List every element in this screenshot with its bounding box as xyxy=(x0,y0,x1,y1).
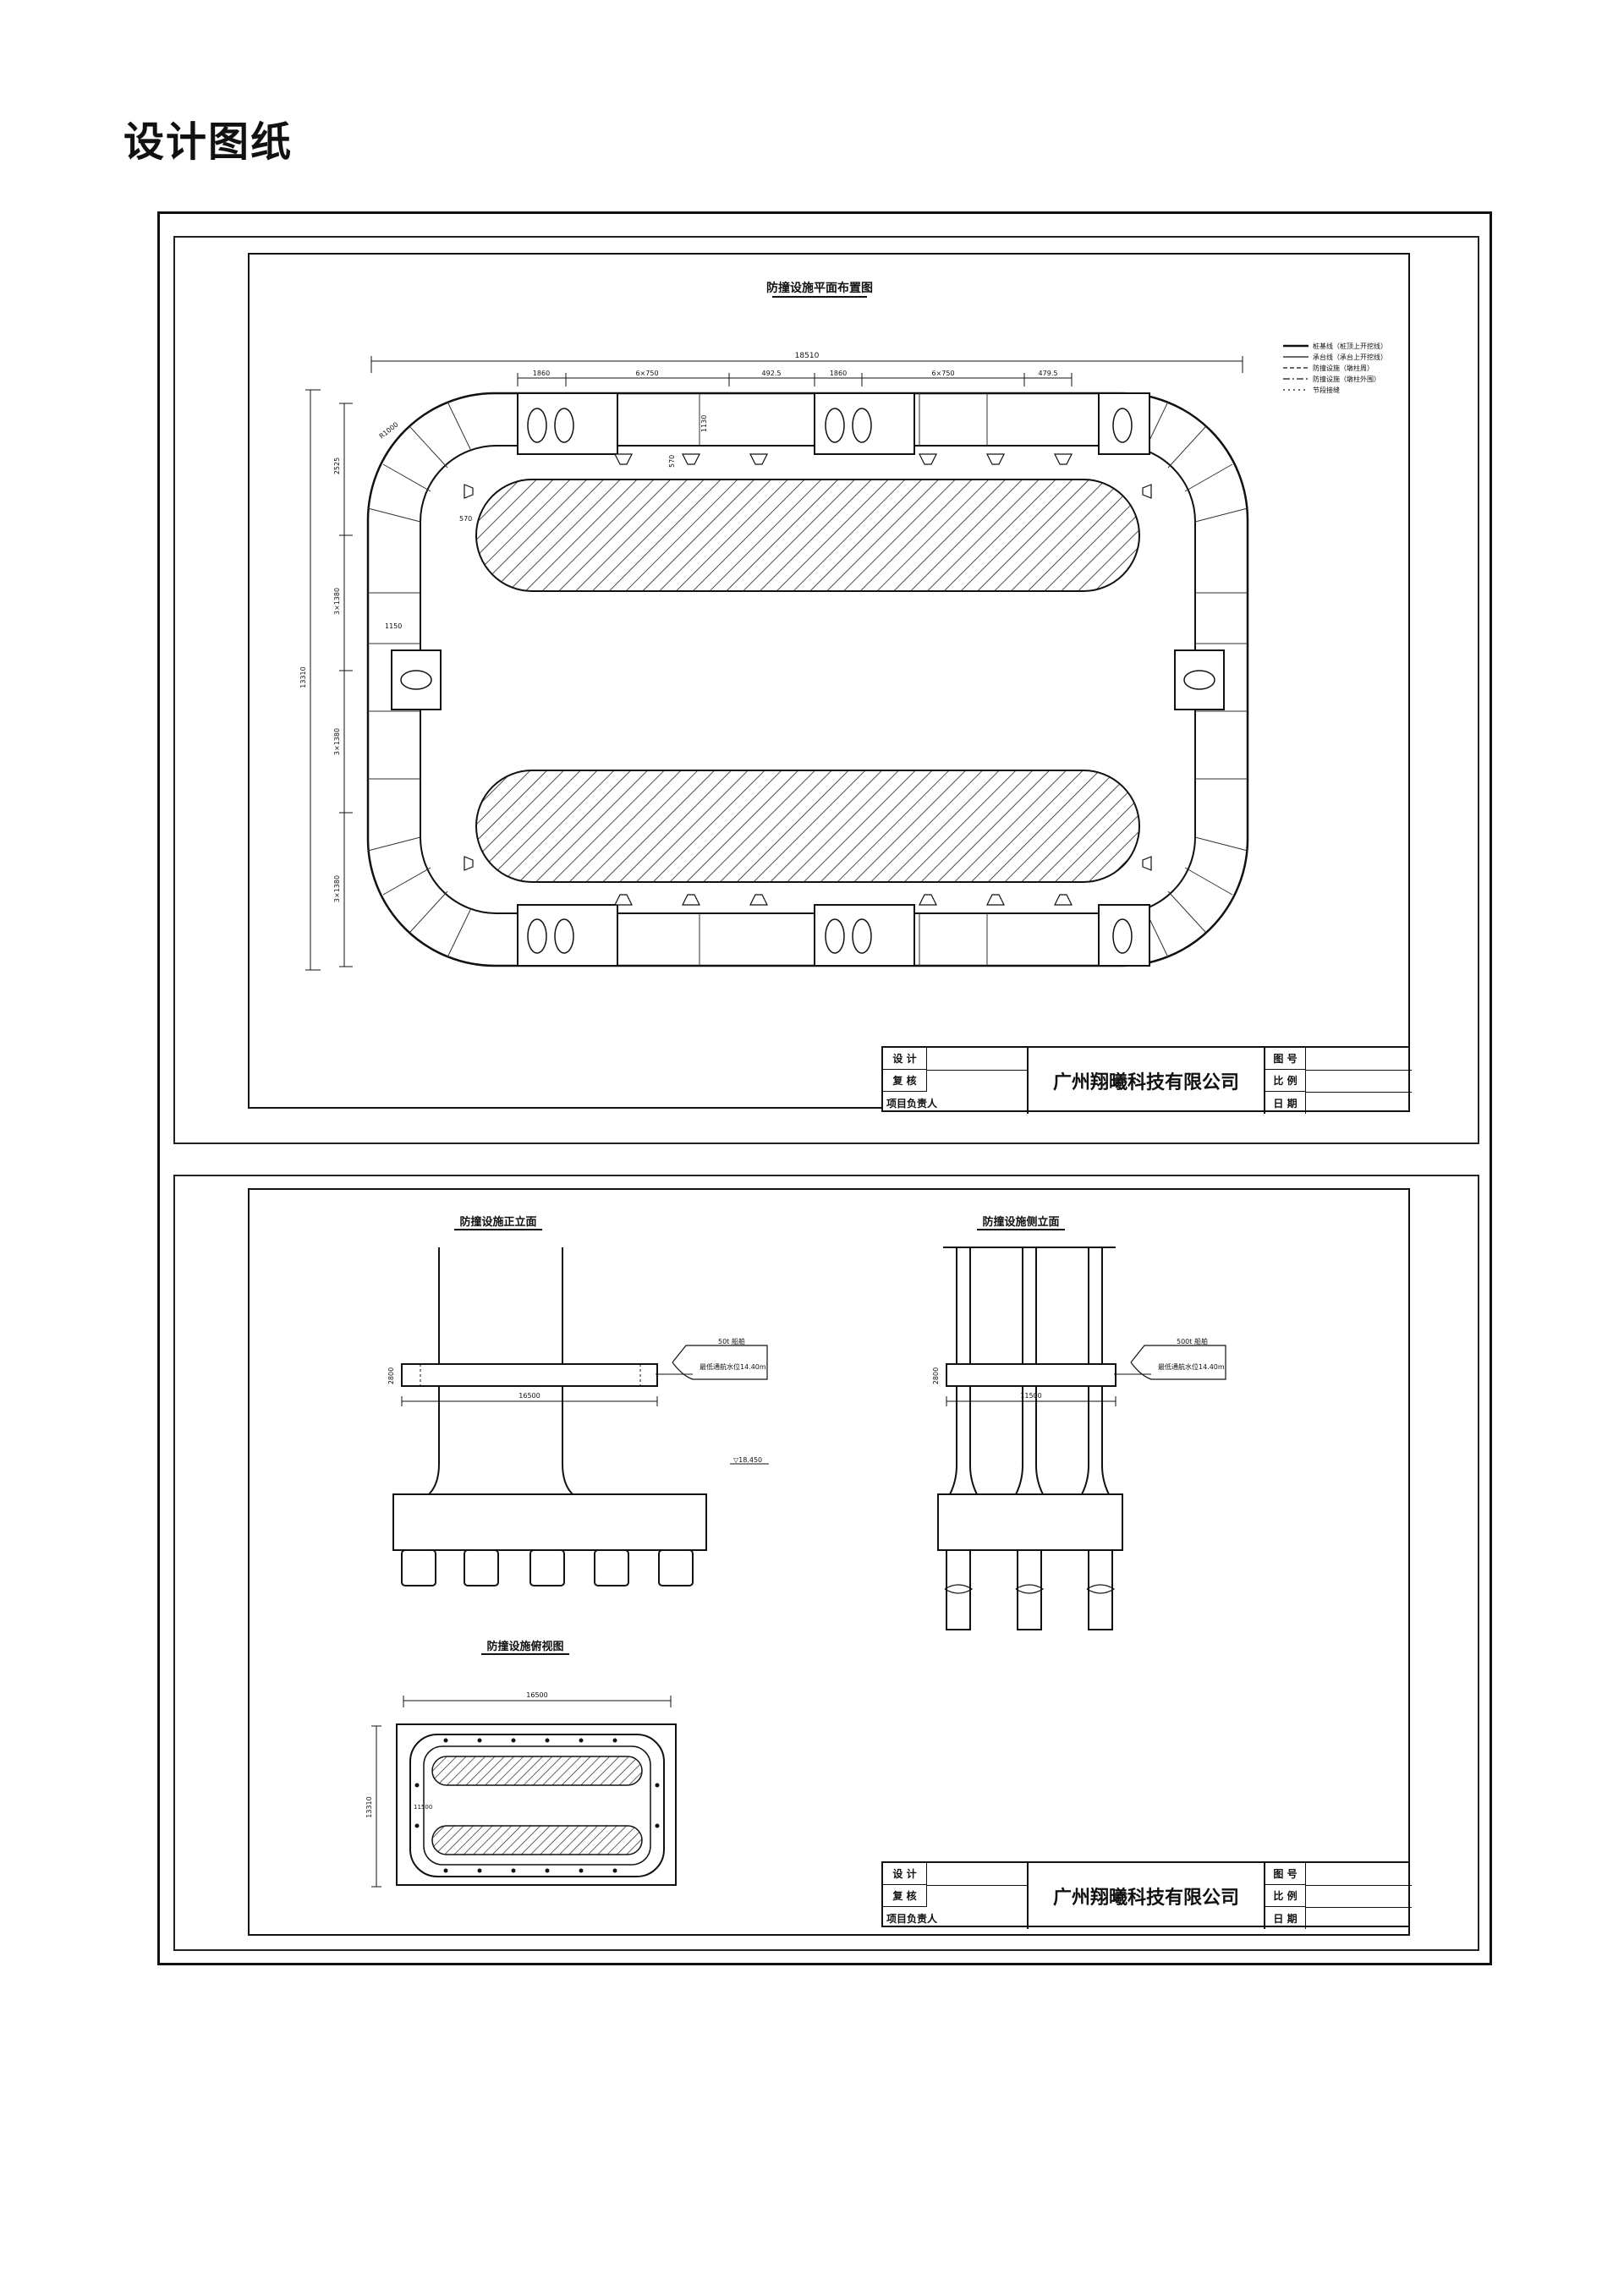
side-pile-caps xyxy=(391,649,1225,710)
front-pile-cap xyxy=(392,1493,707,1551)
tb2-company: 广州翔曦科技有限公司 xyxy=(1029,1863,1265,1929)
tb-review-label: 复 核 xyxy=(883,1070,927,1092)
tb-drawing-no-label: 图 号 xyxy=(1265,1048,1306,1070)
left-dim-3: 3×1380 xyxy=(333,728,341,755)
left-dim-1: 2525 xyxy=(333,458,341,474)
seg-dim-2: 6×750 xyxy=(635,370,658,377)
top-view: 16500 13310 11500 xyxy=(365,1691,677,1888)
small-dim-4: 570 xyxy=(459,515,472,523)
tb2-manager-label: 项目负责人 xyxy=(886,1912,938,1925)
top-fender-outer xyxy=(409,1734,665,1877)
tb-manager-label: 项目负责人 xyxy=(886,1097,938,1110)
top-title: 防撞设施俯视图 xyxy=(486,1640,563,1653)
seg-dim-1: 1860 xyxy=(533,370,550,377)
side-ship-outline xyxy=(1130,1345,1226,1380)
plan-sheet-inner-border xyxy=(248,253,1410,1109)
tb-design-label: 设 计 xyxy=(883,1048,927,1070)
top-pile-cap xyxy=(396,1723,677,1886)
side-width-dim: 11500 xyxy=(1020,1392,1041,1400)
front-water-level: 最低通航水位14.40m xyxy=(700,1362,766,1371)
left-dim-4: 3×1380 xyxy=(333,875,341,902)
seg-dim-6: 479.5 xyxy=(1039,370,1058,377)
legend-label-4: 防撞设施（墩柱外围） xyxy=(1313,375,1380,383)
page-title: 设计图纸 xyxy=(123,118,294,166)
top-pier-upper xyxy=(431,1756,643,1786)
corner-segment-lines xyxy=(367,393,1248,966)
front-width-dim: 16500 xyxy=(518,1392,540,1400)
tb2-drawing-no-label: 图 号 xyxy=(1265,1863,1306,1885)
fender-brackets xyxy=(464,453,1152,906)
plan-title: 防撞设施平面布置图 xyxy=(766,281,873,295)
legend-label-2: 承台线（承台上开挖线） xyxy=(1313,353,1387,361)
left-dim-2: 3×1380 xyxy=(333,588,341,615)
elevation-drawing: 防撞设施正立面 16500 2800 50t 船舶 最低通航水 xyxy=(365,1215,1226,1888)
front-ship-note: 50t 船舶 xyxy=(718,1337,745,1345)
left-dim-total: 13310 xyxy=(299,666,307,688)
pier-column-upper xyxy=(475,479,1140,592)
left-dimension-chain: 2525 3×1380 3×1380 3×1380 13310 xyxy=(299,389,353,971)
small-dim-3: 1130 xyxy=(700,415,708,432)
top-bolt-dots xyxy=(414,1738,660,1873)
plan-sheet: 防撞设施平面布置图 桩基线（桩顶上开挖线） 承台线（承台上开挖线） 防撞设施（墩… xyxy=(173,236,1479,1144)
small-dim-1: 1150 xyxy=(385,622,402,630)
front-height-dim: 2800 xyxy=(387,1367,395,1384)
elevation-sheet-inner-border xyxy=(248,1188,1410,1936)
overall-width-label: 18510 xyxy=(795,352,820,360)
seg-dim-4: 1860 xyxy=(830,370,847,377)
side-fender-beam xyxy=(946,1363,1116,1387)
side-pile-cap xyxy=(937,1493,1123,1551)
seg-dim-5: 6×750 xyxy=(931,370,954,377)
tb-date-label: 日 期 xyxy=(1265,1092,1306,1114)
tb-company: 广州翔曦科技有限公司 xyxy=(1029,1048,1265,1114)
legend: 桩基线（桩顶上开挖线） 承台线（承台上开挖线） 防撞设施（墩柱周） 防撞设施（墩… xyxy=(1283,342,1387,394)
legend-label-1: 桩基线（桩顶上开挖线） xyxy=(1313,342,1387,350)
title-block-2: 设 计 复 核 项目负责人 广州翔曦科技有限公司 图 号 比 例 日 期 xyxy=(881,1861,1412,1929)
front-elevation: 16500 2800 50t 船舶 最低通航水位14.40m ▽18.450 xyxy=(387,1247,769,1586)
segment-dimension-row: 1860 6×750 492.5 1860 6×750 479.5 xyxy=(517,370,1073,386)
side-title: 防撞设施侧立面 xyxy=(982,1215,1059,1229)
side-columns xyxy=(943,1247,1116,1495)
side-height-dim: 2800 xyxy=(932,1367,940,1384)
title-block-2-left xyxy=(883,1863,1029,1929)
top-width-dim: 16500 xyxy=(526,1691,547,1699)
front-elevation-note: ▽18.450 xyxy=(733,1456,762,1464)
fender-outer-outline xyxy=(366,392,1249,967)
bottom-pile-caps xyxy=(517,904,1150,967)
tb2-scale-label: 比 例 xyxy=(1265,1885,1306,1907)
front-title: 防撞设施正立面 xyxy=(459,1215,536,1229)
legend-label-3: 防撞设施（墩柱周） xyxy=(1313,364,1374,372)
tb-scale-label: 比 例 xyxy=(1265,1070,1306,1092)
tb2-review-label: 复 核 xyxy=(883,1885,927,1907)
side-water-level: 最低通航水位14.40m xyxy=(1158,1362,1225,1371)
radius-label: R1000 xyxy=(378,421,400,441)
tb2-date-label: 日 期 xyxy=(1265,1907,1306,1929)
front-ship-outline xyxy=(672,1345,768,1380)
drawing-frame: 防撞设施平面布置图 桩基线（桩顶上开挖线） 承台线（承台上开挖线） 防撞设施（墩… xyxy=(157,211,1492,1965)
side-piles xyxy=(946,1549,1113,1630)
front-fender-beam xyxy=(401,1363,658,1387)
top-small-dim: 11500 xyxy=(414,1804,432,1811)
small-dim-2: 570 xyxy=(668,455,676,468)
top-pier-lower xyxy=(431,1825,643,1855)
side-elevation: 11500 2800 500t 船舶 最低通航水位14.40m xyxy=(932,1247,1226,1630)
elevation-sheet: 防撞设施正立面 16500 2800 50t 船舶 最低通航水 xyxy=(173,1175,1479,1951)
overall-width-dimension: 18510 xyxy=(370,352,1243,373)
pier-column-lower xyxy=(475,770,1140,883)
legend-label-5: 节段接缝 xyxy=(1313,386,1340,394)
title-block: 设 计 复 核 项目负责人 广州翔曦科技有限公司 图 号 比 例 日 期 xyxy=(881,1046,1412,1114)
title-block-left xyxy=(883,1048,1029,1114)
tb2-design-label: 设 计 xyxy=(883,1863,927,1885)
side-ship-note: 500t 船舶 xyxy=(1177,1337,1208,1345)
side-pile-breaks xyxy=(944,1584,1116,1594)
top-pile-caps xyxy=(517,392,1150,455)
seg-dim-3: 492.5 xyxy=(762,370,782,377)
top-height-dim: 13310 xyxy=(365,1796,373,1817)
top-fender-inner xyxy=(423,1745,651,1866)
front-piles xyxy=(401,1549,694,1586)
plan-drawing: 防撞设施平面布置图 桩基线（桩顶上开挖线） 承台线（承台上开挖线） 防撞设施（墩… xyxy=(299,281,1387,971)
